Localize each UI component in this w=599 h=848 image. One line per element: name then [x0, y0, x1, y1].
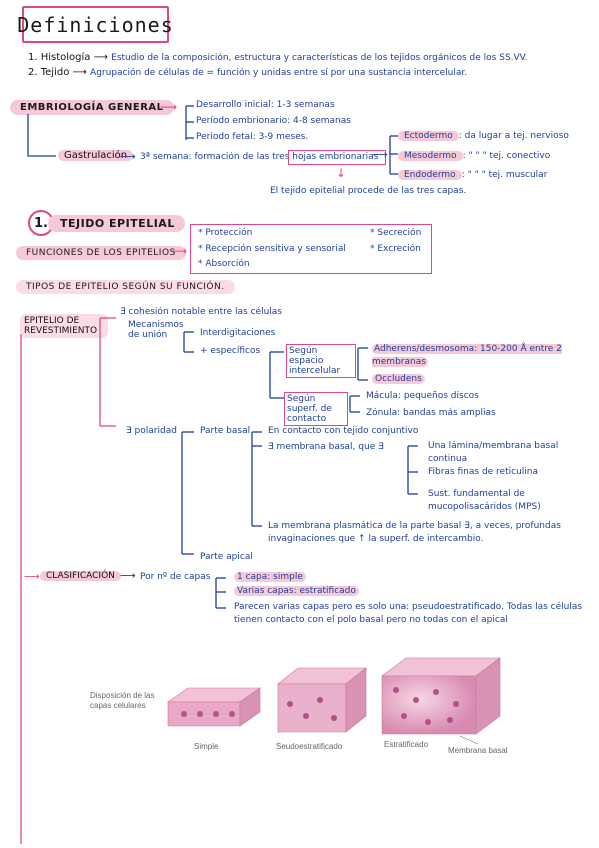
funciones-label: FUNCIONES DE LOS EPITELIOS — [16, 246, 186, 260]
bracket-revestimiento — [99, 317, 116, 427]
highlight-box — [288, 150, 386, 165]
bracket-espacio — [357, 347, 368, 381]
funcion-item: * Recepción sensitiva y sensorial — [198, 244, 346, 254]
bracket-mecanismos — [183, 331, 194, 353]
arrow-icon: ⟶ — [120, 569, 136, 582]
definition-number: 1. — [28, 52, 38, 63]
funcion-item: * Excreción — [370, 244, 421, 254]
stratified-block — [381, 657, 501, 735]
parte-basal: Parte basal — [200, 426, 251, 436]
vertical-guide-line — [20, 334, 22, 844]
page-title: Definiciones — [17, 6, 173, 43]
layer-name: Ectodermo — [398, 131, 459, 141]
period-item: Desarrollo inicial: 1-3 semanas — [196, 100, 335, 110]
embriologia-note: El tejido epitelial procede de las tres … — [270, 186, 467, 196]
definition-term: Tejido — [40, 67, 70, 78]
bracket-basal — [251, 431, 262, 527]
occludens: Occludens — [372, 374, 425, 384]
section-title: TEJIDO EPITELIAL — [48, 214, 185, 232]
bracket-membrana — [407, 445, 418, 495]
bracket-periods — [185, 105, 194, 140]
estratificado: Varias capas: estratificado — [234, 586, 359, 596]
figure-label-pseudo: Seudoestratificado — [276, 742, 343, 751]
connector-line — [27, 114, 56, 157]
epithelium-illustration — [167, 657, 501, 745]
funciones-box — [190, 224, 432, 274]
especificos: + específicos — [200, 346, 261, 356]
arrow-icon: ⟶ — [170, 244, 188, 258]
definition-number: 2. — [28, 67, 38, 78]
segun-superf: Según superf. de contacto — [284, 392, 348, 426]
pseudo: Parecen varias capas pero es solo una: p… — [234, 602, 583, 625]
figure-label-stratified: Estratificado — [384, 740, 429, 749]
segun-espacio: Según espacio intercelular — [286, 344, 356, 378]
gastrulacion-label: Gastrulación — [58, 150, 134, 161]
pseudo-block — [277, 667, 367, 733]
definition-2: 2. Tejido ⟶ Agrupación de células de = f… — [28, 67, 467, 78]
arrow-icon: ⟶ — [72, 67, 87, 78]
layer-name: Endodermo — [398, 170, 462, 180]
contacto: En contacto con tejido conjuntivo — [268, 426, 419, 436]
definition-term: Histología — [40, 52, 91, 63]
clasificacion-label: CLASIFICACIÓN — [40, 571, 121, 581]
down-arrow-icon: ↓ — [336, 166, 347, 180]
arrow-icon: ⟶ — [120, 150, 136, 163]
bracket-superf — [349, 395, 360, 413]
parte-apical: Parte apical — [200, 552, 253, 562]
mecanismos-text: Mecanismos de unión — [128, 320, 184, 340]
figure-label-basal: Membrana basal — [448, 746, 508, 755]
bracket-polaridad — [181, 431, 194, 555]
membrana-basal: ∃ membrana basal, que ∃ — [268, 442, 384, 452]
interdigitaciones: Interdigitaciones — [200, 328, 276, 338]
simple: 1 capa: simple — [234, 572, 306, 582]
macula: Mácula: pequeños discos — [366, 391, 479, 401]
arrow-icon: ⟶ — [24, 570, 40, 583]
funcion-item: * Absorción — [198, 259, 250, 269]
definition-text: Estudio de la composición, estructura y … — [111, 53, 528, 63]
zonula: Zónula: bandas más amplias — [366, 408, 496, 418]
simple-block — [167, 687, 261, 727]
tipos-label: TIPOS DE EPITELIO SEGÚN SU FUNCIÓN. — [16, 280, 235, 294]
por-capas: Por nº de capas — [140, 572, 211, 582]
definition-text: Agrupación de células de = función y uni… — [90, 68, 468, 78]
figure-label-simple: Simple — [194, 742, 219, 751]
period-item: Período embrionario: 4-8 semanas — [196, 116, 351, 126]
bracket-especificos — [269, 351, 284, 399]
layer-name: Mesodermo — [398, 151, 463, 161]
arrow-icon: ⟶ — [93, 52, 108, 63]
layer-text: : " " " tej. muscular — [461, 170, 548, 180]
layer-ectodermo: Ectodermo: da lugar a tej. nervioso — [398, 131, 569, 141]
cohesion-text: ∃ cohesión notable entre las células — [120, 307, 282, 317]
membrana-plasmatica: La membrana plasmática de la parte basal… — [268, 521, 561, 544]
arrow-icon: ⟶ — [372, 148, 388, 161]
bracket-clasificacion — [215, 577, 226, 609]
gastrulacion-text: 3ª semana: formación de las tres hojas e… — [140, 152, 379, 162]
bracket-layers — [389, 135, 398, 175]
polaridad: ∃ polaridad — [126, 426, 177, 436]
lamina: Una lámina/membrana basal continua — [428, 441, 559, 464]
embriologia-heading: EMBRIOLOGÍA GENERAL — [10, 100, 174, 115]
funcion-item: * Secreción — [370, 228, 422, 238]
layer-text: : " " " tej. conectivo — [462, 151, 551, 161]
layer-mesodermo: Mesodermo: " " " tej. conectivo — [398, 151, 550, 161]
arrow-icon: ⟶ — [160, 100, 178, 114]
layer-text: : da lugar a tej. nervioso — [458, 131, 569, 141]
tejido-epitelial-heading: 1. TEJIDO EPITELIAL — [28, 210, 185, 236]
adherens-text: Adherens/desmosoma: 150-200 Å entre 2 me… — [372, 344, 562, 367]
definition-1: 1. Histología ⟶ Estudio de la composició… — [28, 52, 528, 63]
funcion-item: * Protección — [198, 228, 253, 238]
period-item: Periodo fetal: 3-9 meses. — [196, 132, 309, 142]
figure-caption: Disposición de las capas celulares — [90, 691, 155, 710]
layer-endodermo: Endodermo: " " " tej. muscular — [398, 170, 547, 180]
sust: Sust. fundamental de mucopolisacáridos (… — [428, 489, 541, 512]
revestimiento-label: EPITELIO DE REVESTIMIENTO — [20, 314, 108, 338]
fibras: Fibras finas de reticulina — [428, 467, 538, 477]
